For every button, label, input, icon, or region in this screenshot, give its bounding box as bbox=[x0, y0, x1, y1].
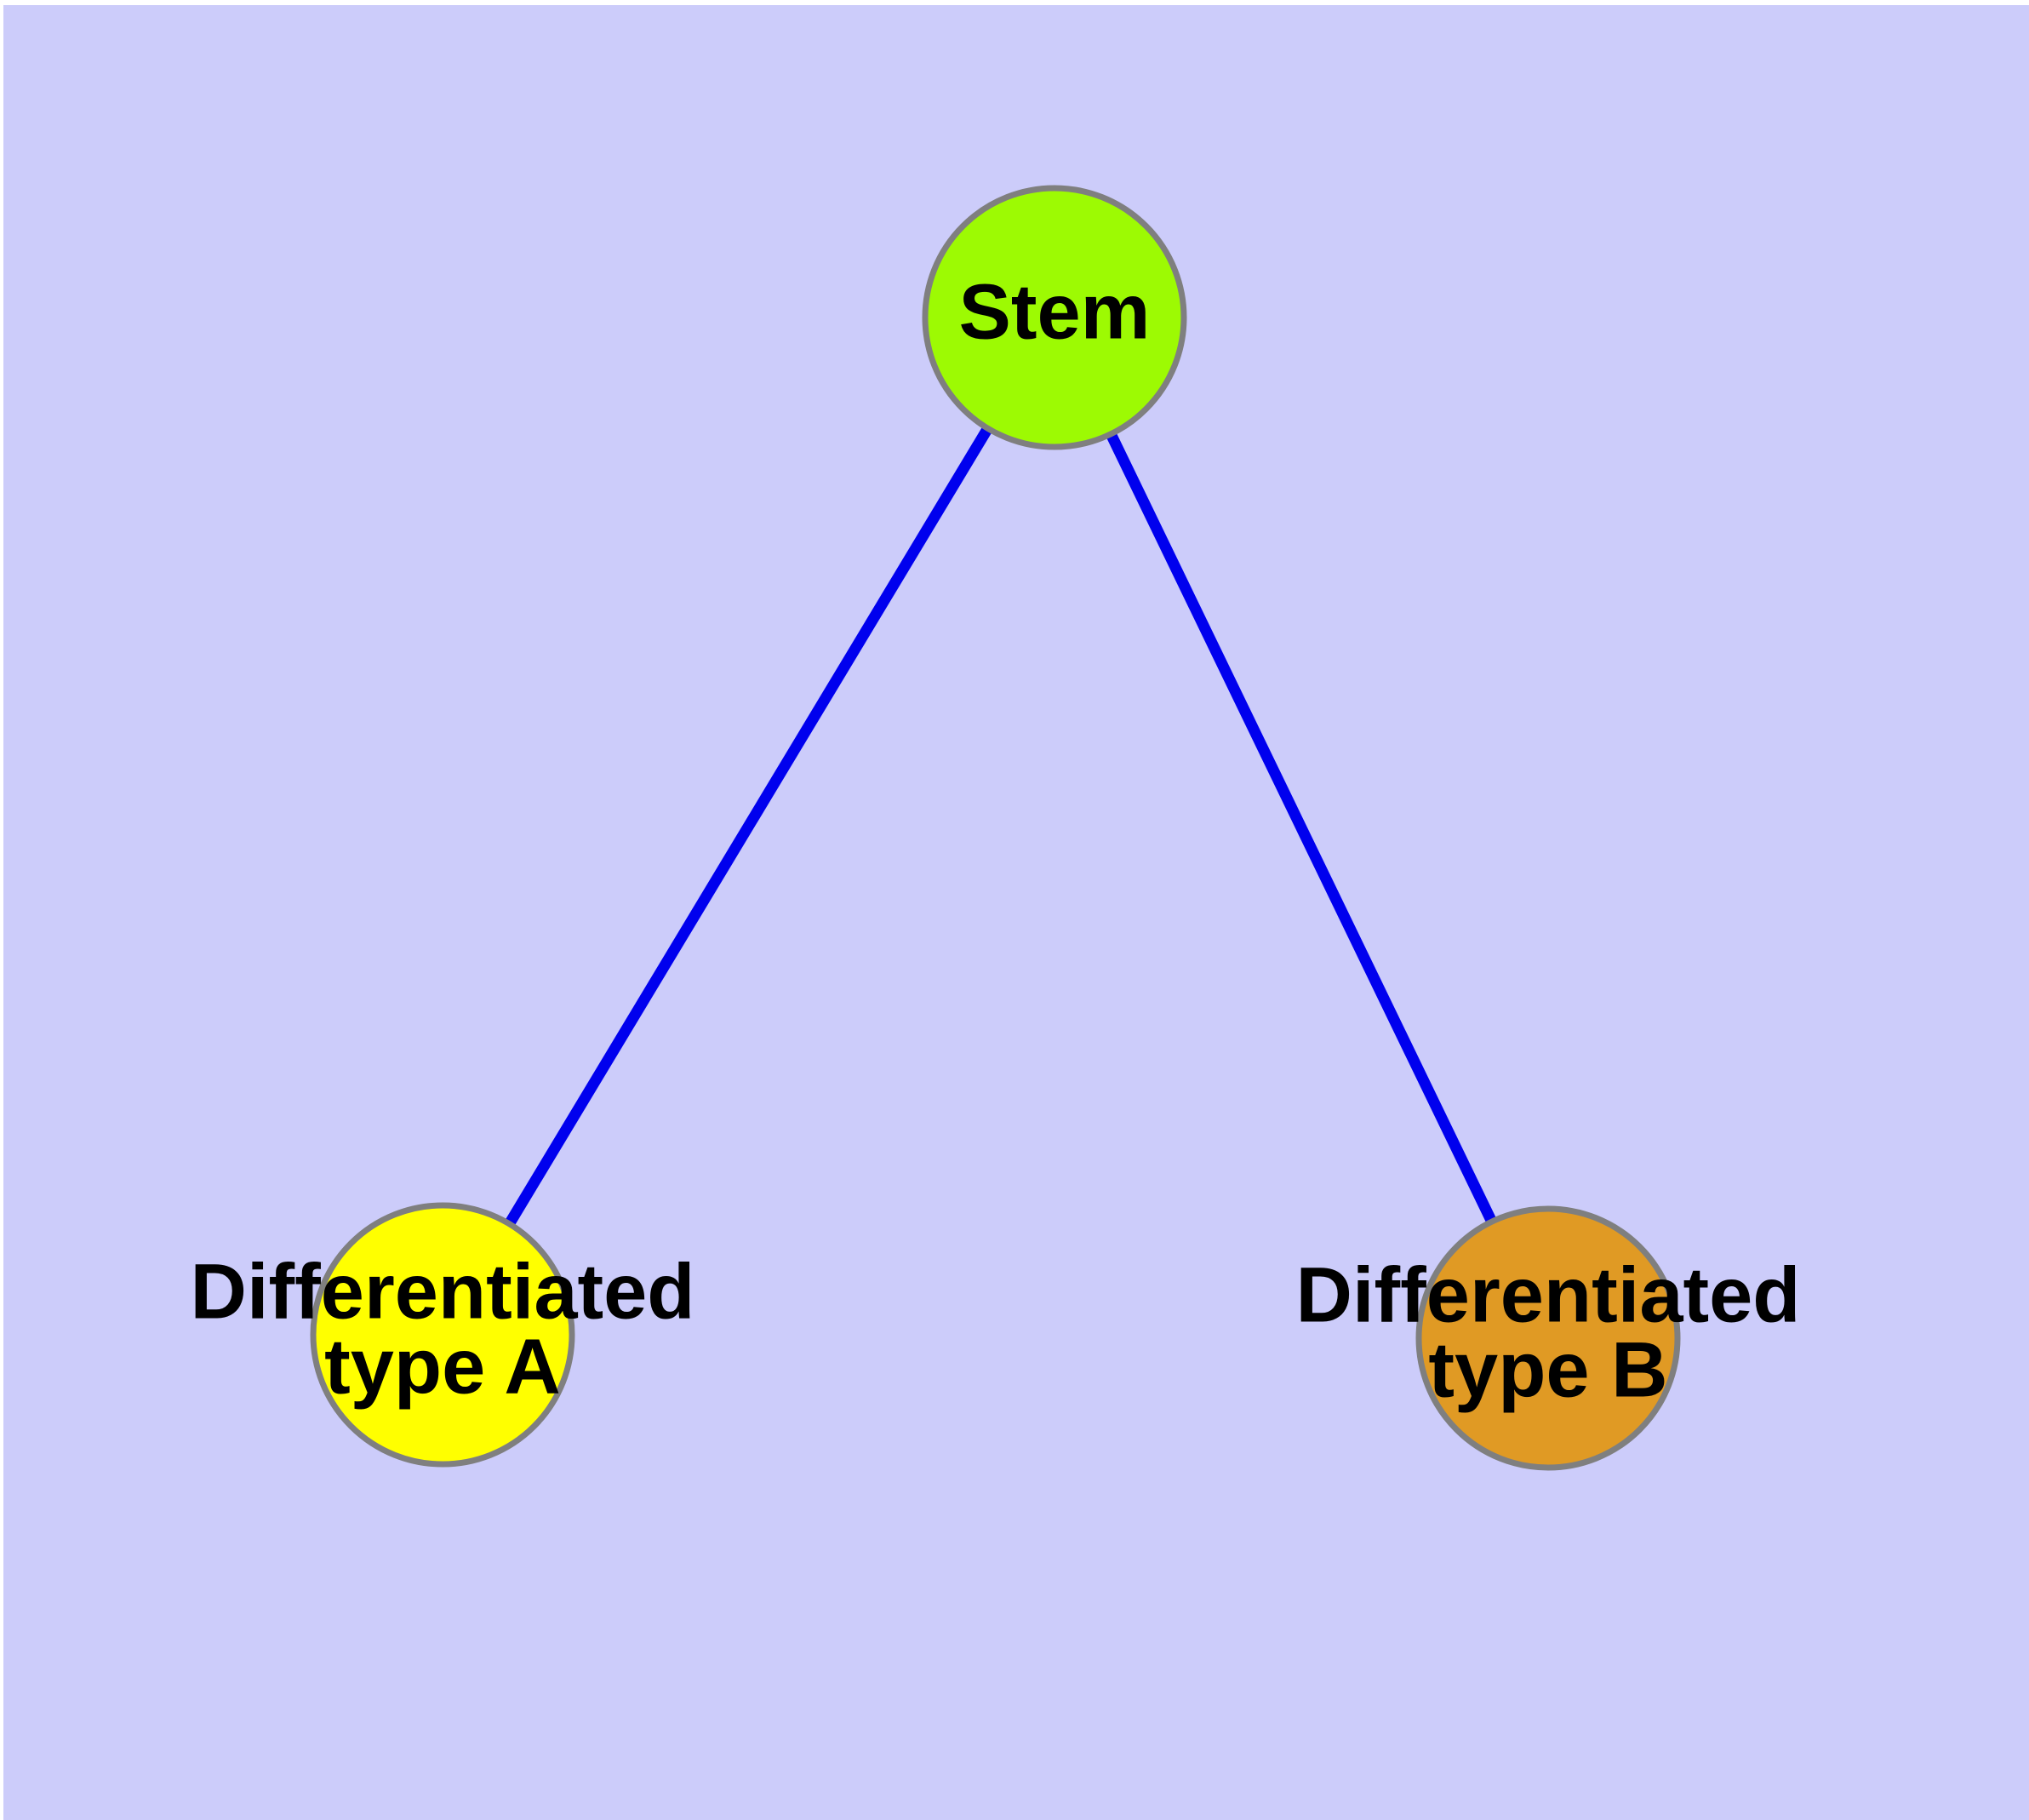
graph-node-stem[interactable]: Stem bbox=[922, 185, 1187, 450]
edges-layer bbox=[504, 425, 1497, 1228]
node-label-diff_b-line-1: Differentiated bbox=[1296, 1251, 1801, 1338]
graph-edge-stem-to-diff-a bbox=[504, 425, 993, 1228]
node-circle-stem[interactable] bbox=[922, 185, 1187, 450]
node-label-diff_b-line-2: type B bbox=[1428, 1326, 1667, 1413]
node-circle-diff_a[interactable] bbox=[310, 1202, 575, 1468]
node-circle-diff_b[interactable] bbox=[1415, 1205, 1681, 1471]
node-label-diff_a-line-1: Differentiated bbox=[191, 1248, 695, 1335]
node-label-diff_a-line-2: type A bbox=[324, 1323, 561, 1410]
node-label-stem-line-1: Stem bbox=[959, 268, 1151, 355]
graph-edge-stem-to-diff-b bbox=[1106, 432, 1497, 1224]
